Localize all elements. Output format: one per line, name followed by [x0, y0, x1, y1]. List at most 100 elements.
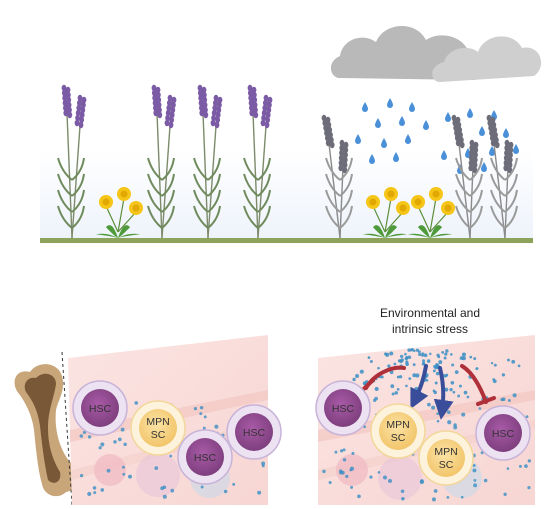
signal-dot — [122, 472, 126, 476]
hsc-label: HSC — [89, 403, 112, 415]
signal-dot — [460, 495, 464, 499]
signal-dot — [382, 475, 387, 480]
signal-dot — [349, 468, 353, 472]
hsc-label: HSC — [243, 427, 266, 439]
signal-dot — [120, 427, 125, 432]
rain-drop — [503, 128, 509, 138]
hsc-label: HSC — [492, 428, 515, 440]
zoom-line-top — [61, 351, 73, 506]
lavender-plant — [147, 84, 177, 239]
signal-dot — [170, 488, 175, 493]
stimulation-arrows — [410, 364, 454, 420]
signal-dot — [447, 420, 452, 425]
rain-drop — [423, 120, 429, 130]
hsc-label: HSC — [194, 452, 217, 464]
signal-dot — [351, 451, 355, 455]
signal-dot — [123, 442, 127, 447]
cloud-icon — [330, 25, 542, 82]
signal-dot — [261, 464, 265, 468]
rain-drop — [409, 102, 415, 112]
rain-drop — [489, 146, 495, 156]
lavender-plant — [243, 84, 273, 239]
mpnsc-label-line1: MPN — [434, 446, 457, 458]
signal-dot — [369, 475, 373, 479]
signal-dot — [261, 461, 266, 466]
rain-drop — [405, 134, 411, 144]
dandelion-plant — [408, 187, 455, 238]
hsc-cell: HSC — [315, 380, 371, 436]
signal-dot — [87, 491, 92, 496]
mpnsc-label-line2: SC — [151, 429, 166, 441]
signal-dot — [501, 397, 506, 402]
mpnsc-label-line2: SC — [391, 432, 406, 444]
signal-dot — [322, 469, 326, 474]
stress-label-line2: intrinsic stress — [392, 322, 468, 336]
signal-dot — [257, 490, 262, 495]
signal-dot — [401, 496, 405, 501]
signal-dot — [436, 419, 440, 423]
lavender-plants — [57, 84, 518, 239]
landscape-panel — [40, 25, 542, 243]
signal-dot — [431, 405, 436, 410]
signal-dot — [200, 485, 204, 489]
dandelion-plant — [363, 187, 410, 238]
signal-dot — [113, 440, 117, 444]
dandelion-plant — [96, 187, 143, 238]
signal-dot — [478, 407, 482, 410]
lavender-plant — [193, 84, 223, 239]
rain-drop — [445, 112, 451, 122]
signal-dot — [446, 495, 450, 499]
sky-background — [40, 150, 533, 240]
rain-drop — [481, 162, 487, 172]
signal-dot — [154, 466, 159, 470]
signal-dot — [82, 430, 87, 434]
signal-dot — [328, 481, 332, 485]
signal-dot — [427, 402, 431, 407]
rain-drop — [362, 102, 368, 112]
signal-dot — [357, 494, 361, 499]
signal-dot — [473, 478, 477, 482]
mpnsc-label-line2: SC — [439, 459, 454, 471]
hsc-cell: HSC — [475, 405, 531, 461]
signal-dot — [199, 405, 204, 410]
signal-dot — [473, 483, 478, 488]
signal-dot — [223, 489, 228, 494]
signal-dot — [457, 394, 461, 398]
signal-dot — [93, 491, 97, 495]
signal-dot — [193, 407, 198, 411]
lavender-plant — [486, 114, 518, 239]
signal-dot — [334, 450, 338, 454]
mpnsc-label-line1: MPN — [146, 416, 169, 428]
rain-drop — [387, 98, 393, 108]
stress-label-line1: Environmental and — [380, 306, 480, 320]
signal-dot — [388, 478, 392, 483]
hsc-cell: HSC — [72, 380, 128, 436]
rain-drop — [355, 134, 361, 144]
signal-dot — [472, 468, 477, 473]
signal-dot — [436, 412, 440, 416]
signal-dot — [524, 464, 528, 469]
signal-dot — [472, 464, 476, 467]
signal-dot — [527, 485, 531, 490]
signal-dot — [338, 469, 343, 473]
signal-dot — [122, 465, 125, 469]
rain-drop — [441, 150, 447, 160]
signal-dot — [79, 473, 84, 478]
signal-dot — [507, 399, 511, 402]
signal-dot — [128, 474, 133, 479]
signal-dot — [232, 482, 236, 486]
signal-dot — [419, 479, 424, 485]
hsc-cell: HSC — [226, 404, 282, 460]
lavender-plant — [451, 114, 483, 239]
signal-dot — [106, 468, 111, 473]
signal-dot — [203, 415, 207, 419]
signal-dot — [92, 486, 97, 490]
rain-drop — [381, 138, 387, 148]
signal-dot — [446, 410, 451, 415]
signal-dot — [160, 486, 165, 491]
signal-dot — [400, 489, 405, 494]
signal-dot — [466, 395, 470, 399]
signal-dot — [169, 454, 173, 458]
mpnsc-label-line1: MPN — [386, 419, 409, 431]
